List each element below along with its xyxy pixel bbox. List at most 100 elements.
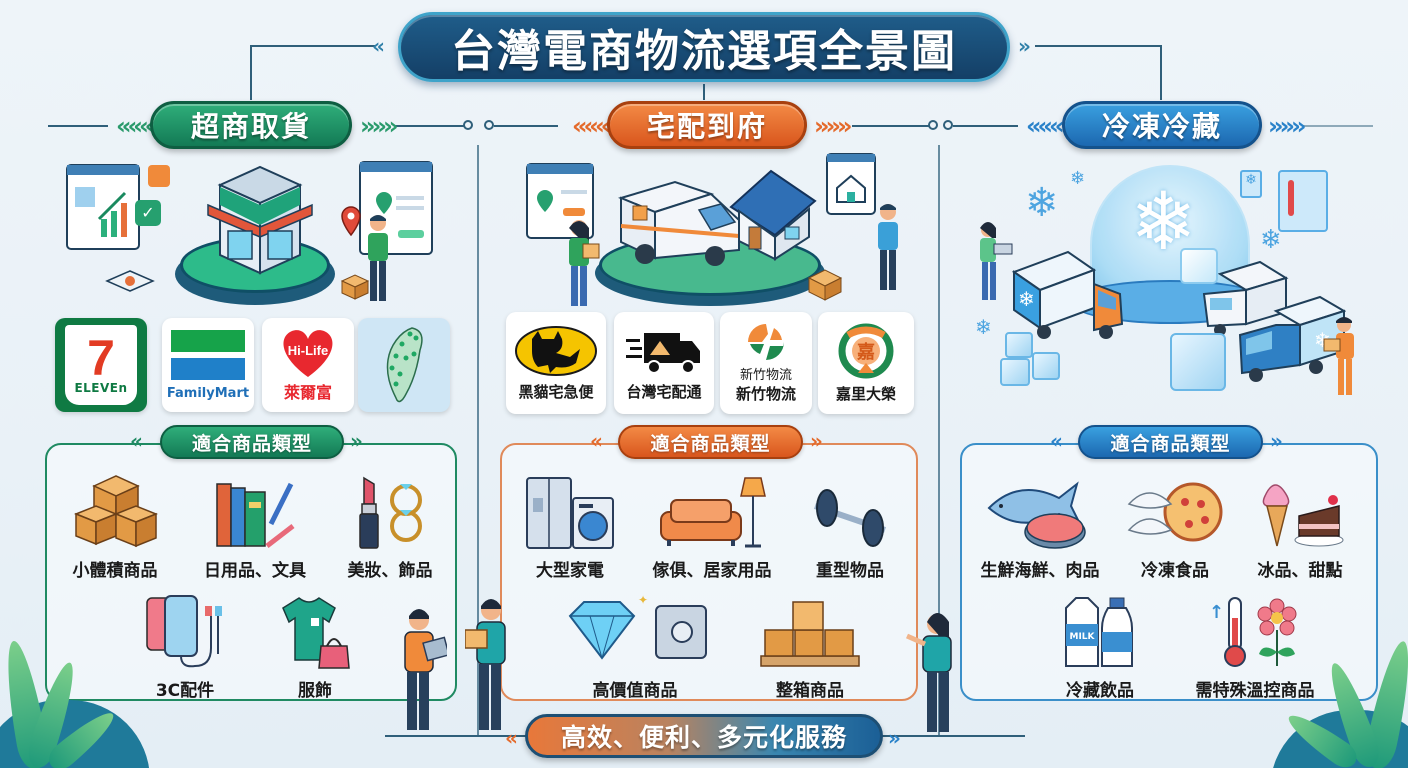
sofa-lamp-icon	[657, 470, 767, 550]
category-label: 冷藏飲品	[1066, 681, 1134, 701]
connector-title-center-down	[703, 84, 705, 100]
chevron-left-icon: «	[372, 34, 385, 58]
milk-bottle-icon: MILK	[1060, 590, 1140, 670]
thermometer-panel-icon	[1278, 170, 1328, 232]
category-item: 美妝、飾品	[335, 470, 445, 581]
svg-text:嘉: 嘉	[856, 342, 875, 363]
hilife-chinese-label: 萊爾富	[283, 383, 332, 402]
logo-tw-pelican: 台灣宅配通	[614, 312, 714, 414]
category-box-cold-chain	[960, 443, 1378, 701]
phone-cable-icon	[143, 590, 227, 670]
chevron-left-icon: «	[590, 429, 603, 453]
customer-person	[878, 204, 898, 290]
snowflake-small-icon: ❄	[1025, 180, 1059, 226]
category-item: 3C配件	[130, 590, 240, 701]
logo-black-cat: 黑貓宅急便	[506, 312, 606, 414]
section-title-convenience: 超商取貨	[150, 101, 352, 149]
worker-person-laptop	[980, 222, 1013, 300]
svg-text:❄: ❄	[1018, 287, 1035, 311]
logo-label: 黑貓宅急便	[518, 382, 594, 401]
section-title-home-delivery: 宅配到府	[607, 101, 807, 149]
chevron-right-icon: »»»	[360, 112, 398, 140]
svg-text:MILK: MILK	[1069, 632, 1095, 642]
category-item: 大型家電	[520, 470, 620, 581]
chevron-left-icon: «««	[1026, 112, 1064, 140]
category-label: 生鮮海鮮、肉品	[980, 561, 1100, 581]
checkmark-badge-icon: ✓	[135, 200, 161, 226]
connector-node	[463, 120, 473, 130]
footer-banner: 高效、便利、多元化服務	[525, 714, 883, 758]
browser-window-chart-icon	[66, 164, 140, 250]
logo-label: 嘉里大榮	[835, 384, 896, 403]
category-item: 整箱商品	[755, 590, 865, 701]
browser-window-house-icon	[826, 153, 876, 215]
staff-person-box	[465, 599, 506, 730]
connector-title-right-down	[1160, 45, 1162, 100]
familymart-white-gap	[171, 351, 245, 358]
logo-taiwan-map	[358, 318, 450, 412]
refrigerated-truck-icon: ❄	[1011, 250, 1124, 339]
thermometer-icon	[1288, 180, 1294, 216]
page-title: 台灣電商物流選項全景圖	[398, 12, 1010, 82]
chevron-right-icon: »	[1018, 34, 1031, 58]
browser-window-pin-icon	[526, 163, 594, 239]
category-label: 整箱商品	[776, 681, 844, 701]
lipstick-rings-icon	[352, 470, 428, 550]
dumplings-pizza-icon	[1125, 470, 1225, 550]
stacked-boxes-icon	[72, 470, 158, 550]
ice-cube-icon	[1032, 352, 1060, 380]
ice-cube-icon	[1005, 332, 1033, 358]
familymart-green-bar	[171, 329, 245, 352]
chevron-left-icon: «	[1050, 429, 1063, 453]
quote-badge-icon	[148, 165, 170, 187]
qr-tile-icon	[105, 270, 155, 292]
refrigerated-truck-icon: ❄	[1238, 295, 1346, 382]
logo-seven-eleven: 7 ELEVEn	[55, 318, 147, 412]
package-box-icon	[340, 274, 370, 300]
chevron-left-icon: «««	[572, 112, 610, 140]
logo-hct: 新竹物流 新竹物流	[720, 312, 812, 414]
section-title-cold-chain: 冷凍冷藏	[1062, 101, 1262, 149]
diamond-safe-icon: ✦	[560, 590, 710, 670]
ice-cube-icon	[1000, 358, 1030, 386]
logo-label: 新竹物流	[735, 385, 796, 403]
ice-cube-icon	[1170, 333, 1226, 391]
connector-green-right	[395, 125, 465, 127]
worker-person-box	[1323, 317, 1354, 395]
chevron-right-icon: »	[350, 429, 363, 453]
category-item: 服飾	[260, 590, 370, 701]
svg-text:Hi-Life: Hi-Life	[288, 343, 328, 358]
cold-chain-illustration: ❄ ❄ ❄ ❄ ❄ ❄ ❄ ❄	[970, 150, 1370, 400]
category-item: 日用品、文具	[190, 470, 320, 581]
convenience-illustration: ✓	[60, 155, 440, 305]
chevron-right-icon: »	[1270, 429, 1283, 453]
logo-familymart: FamilyMart	[162, 318, 254, 412]
category-label: 重型物品	[816, 561, 884, 581]
chevron-right-icon: »	[810, 429, 823, 453]
category-item: ✦ 高價值商品	[568, 590, 707, 701]
house-icon	[729, 169, 817, 261]
truck-logo	[626, 332, 700, 374]
connector-node	[928, 120, 938, 130]
customer-person	[368, 215, 388, 301]
snowflake-small-icon: ❄	[975, 315, 992, 339]
connector-node	[484, 120, 494, 130]
seven-eleven-logo: 7 ELEVEn	[65, 325, 137, 405]
connector-blue-left	[953, 125, 1018, 127]
dumbbell-icon	[805, 470, 895, 550]
category-header-home-delivery: 適合商品類型	[618, 425, 803, 459]
kerry-tj-logo: 嘉	[838, 323, 894, 378]
hct-small-label: 新竹物流	[739, 368, 792, 383]
icecream-cake-icon	[1255, 470, 1345, 550]
category-item: 冰品、甜點	[1245, 470, 1355, 581]
seven-digit: 7	[87, 330, 115, 386]
svg-text:✦: ✦	[638, 594, 648, 607]
category-label: 日用品、文具	[204, 561, 306, 581]
black-cat-logo	[515, 325, 597, 376]
staff-person-tablet	[404, 609, 447, 730]
category-header-convenience: 適合商品類型	[160, 425, 344, 459]
snowflake-small-icon: ❄	[1070, 168, 1086, 189]
category-label: 美妝、飾品	[347, 561, 433, 581]
familymart-label: FamilyMart	[166, 385, 250, 401]
category-label: 小體積商品	[72, 561, 158, 581]
